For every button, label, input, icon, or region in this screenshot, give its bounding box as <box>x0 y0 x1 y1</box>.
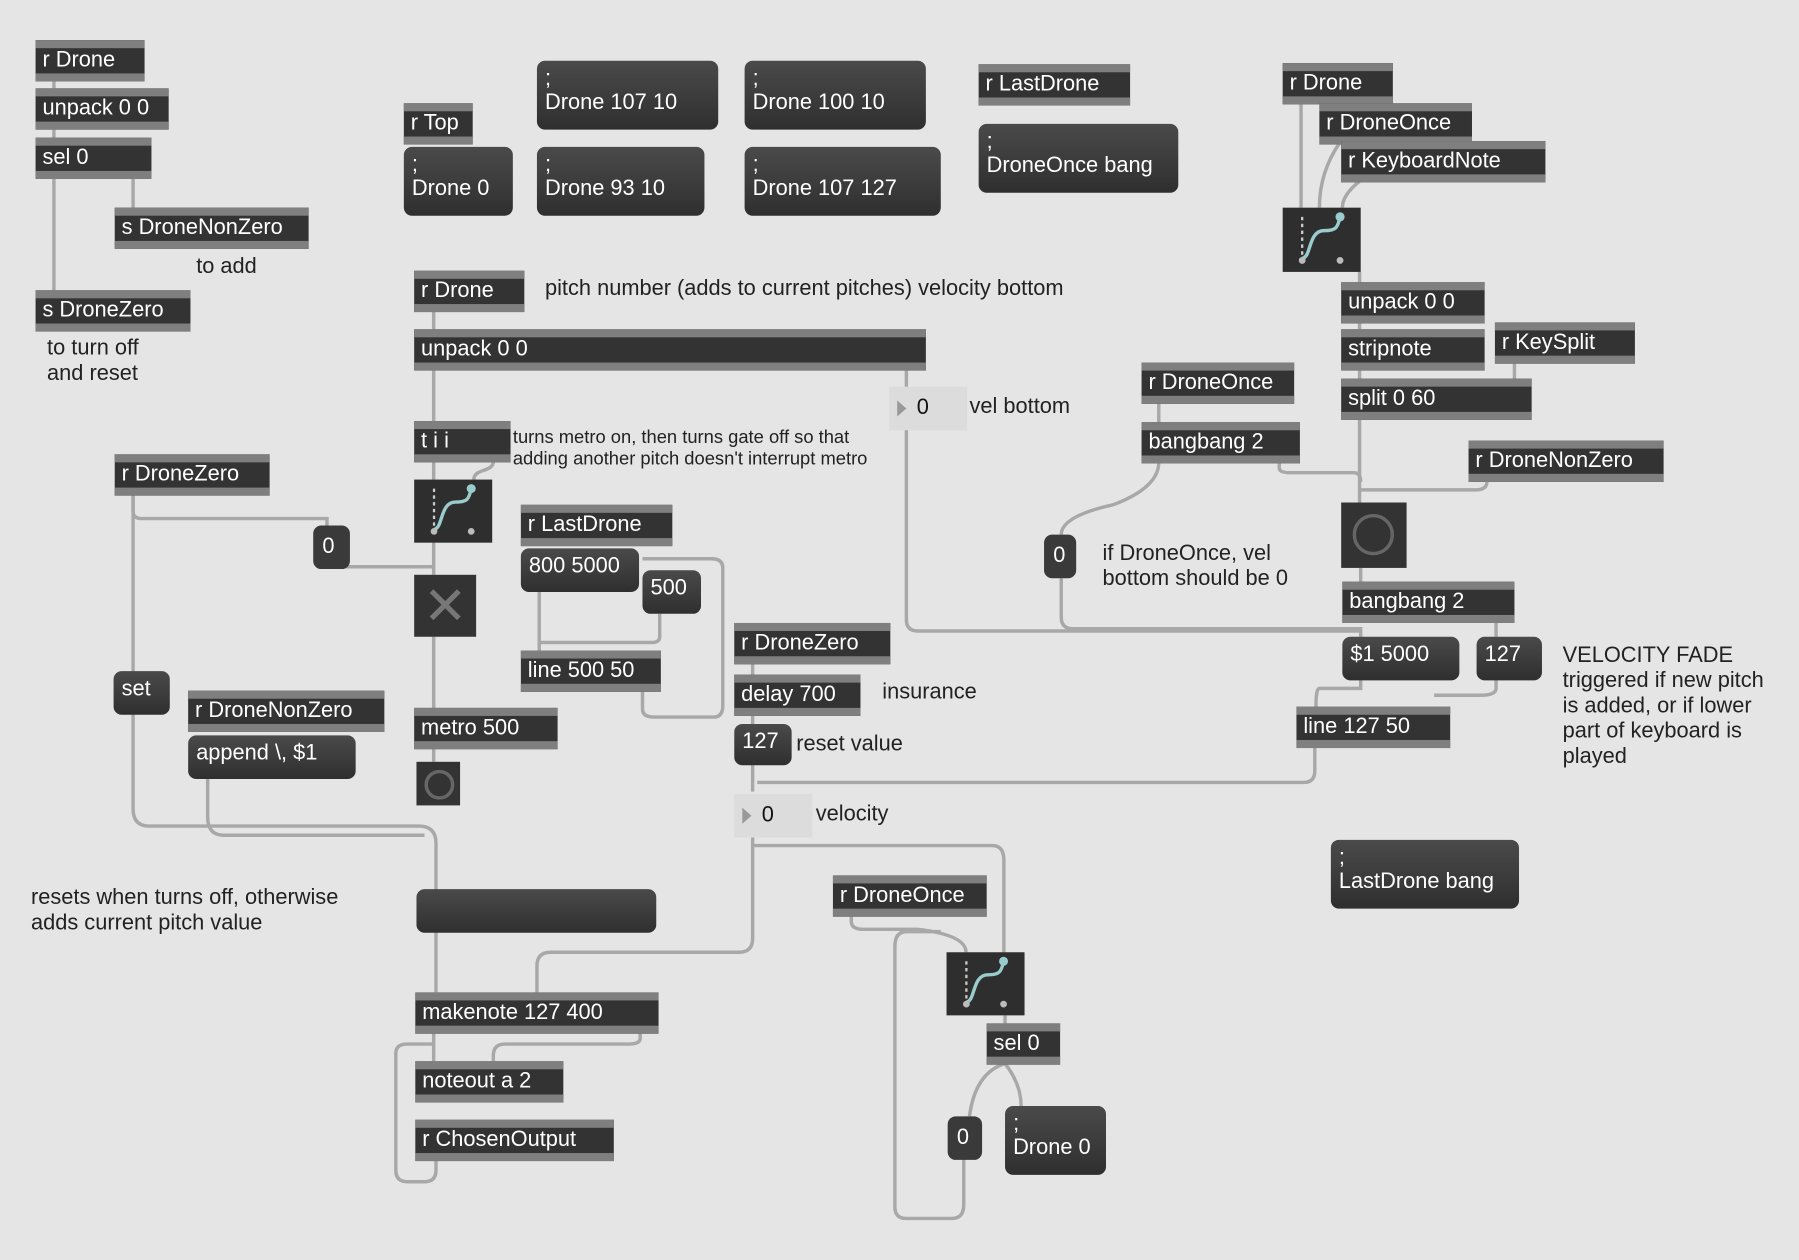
gate-object[interactable] <box>414 479 493 543</box>
object-box[interactable]: r KeySplit <box>1494 322 1635 364</box>
message-box[interactable]: ; DroneOnce bang <box>978 123 1179 193</box>
object-box[interactable]: unpack 0 0 <box>35 88 169 130</box>
object-box[interactable]: r Drone <box>1282 63 1393 105</box>
message-box[interactable]: ; Drone 107 10 <box>536 60 719 130</box>
message-box[interactable]: 127 <box>734 723 792 766</box>
bang-button[interactable] <box>1341 502 1407 568</box>
gate-switch-icon <box>962 956 1009 1008</box>
gate-object[interactable] <box>946 952 1025 1016</box>
message-box[interactable]: $1 5000 <box>1342 636 1460 681</box>
object-box[interactable]: r KeyboardNote <box>1341 141 1546 183</box>
object-box[interactable]: bangbang 2 <box>1141 422 1300 464</box>
object-box[interactable]: r Drone <box>414 270 525 313</box>
object-box[interactable]: delay 700 <box>734 674 861 716</box>
object-box[interactable]: noteout a 2 <box>415 1061 564 1103</box>
object-box[interactable]: s DroneZero <box>35 290 191 332</box>
object-box[interactable]: metro 500 <box>414 707 558 750</box>
object-box[interactable]: r DroneZero <box>734 622 891 665</box>
gate-object[interactable] <box>1282 207 1361 272</box>
object-box[interactable]: split 0 60 <box>1341 378 1532 420</box>
comment: vel bottom <box>969 394 1071 419</box>
object-box[interactable]: r DroneNonZero <box>1468 440 1664 482</box>
message-box[interactable]: ; Drone 0 <box>403 146 513 216</box>
object-box[interactable]: line 127 50 <box>1296 706 1451 749</box>
number-box[interactable]: 0 <box>947 1116 983 1160</box>
comment: resets when turns off, otherwise adds cu… <box>30 885 339 936</box>
message-box[interactable]: set <box>113 671 170 715</box>
object-box[interactable]: r DroneOnce <box>1319 103 1472 145</box>
object-box[interactable]: r Top <box>403 103 473 145</box>
object-box[interactable]: r Drone <box>35 40 145 82</box>
message-box[interactable] <box>416 889 657 933</box>
message-box[interactable]: 127 <box>1476 636 1542 681</box>
comment: to turn off and reset <box>47 336 139 386</box>
message-box[interactable]: 800 5000 <box>520 548 640 593</box>
number-box[interactable]: 0 <box>1044 534 1077 579</box>
comment: pitch number (adds to current pitches) v… <box>544 276 1064 301</box>
object-box[interactable]: r ChosenOutput <box>415 1119 614 1162</box>
comment: if DroneOnce, vel bottom should be 0 <box>1102 541 1288 591</box>
object-box[interactable]: stripnote <box>1341 329 1485 371</box>
comment: turns metro on, then turns gate off so t… <box>512 427 868 470</box>
message-box[interactable]: ; Drone 100 10 <box>744 60 926 130</box>
object-box[interactable]: sel 0 <box>35 137 152 179</box>
gate-switch-icon <box>1298 212 1345 264</box>
number-box[interactable]: 0 <box>734 793 813 838</box>
comment: VELOCITY FADE triggered if new pitch is … <box>1562 643 1764 769</box>
number-box[interactable]: 0 <box>313 525 350 570</box>
object-box[interactable]: unpack 0 0 <box>1341 282 1485 324</box>
message-box[interactable]: ; Drone 0 <box>1005 1105 1106 1175</box>
comment: insurance <box>882 680 977 705</box>
object-box[interactable]: s DroneNonZero <box>114 207 309 249</box>
message-box[interactable]: ; LastDrone bang <box>1330 839 1520 909</box>
bang-button[interactable] <box>416 761 461 806</box>
comment: to add <box>196 254 257 279</box>
object-box[interactable]: r LastDrone <box>520 504 673 547</box>
object-box[interactable]: r DroneOnce <box>1141 362 1295 404</box>
object-box[interactable]: line 500 50 <box>520 650 661 692</box>
message-box[interactable]: ; Drone 107 127 <box>744 146 941 216</box>
object-box[interactable]: t i i <box>414 421 511 463</box>
object-box[interactable]: r LastDrone <box>978 64 1131 106</box>
object-box[interactable]: unpack 0 0 <box>414 329 926 371</box>
object-box[interactable]: r DroneZero <box>114 454 270 496</box>
gate-switch-icon <box>430 484 476 535</box>
object-box[interactable]: bangbang 2 <box>1342 581 1515 623</box>
message-box[interactable]: 500 <box>642 570 702 614</box>
object-box[interactable]: r DroneNonZero <box>188 690 385 732</box>
message-box[interactable]: append \, $1 <box>188 735 356 780</box>
comment: reset value <box>796 731 903 757</box>
message-box[interactable]: ; Drone 93 10 <box>536 146 705 216</box>
number-box[interactable]: 0 <box>889 386 968 431</box>
object-box[interactable]: sel 0 <box>986 1023 1061 1065</box>
toggle[interactable]: ✕ <box>414 574 477 637</box>
object-box[interactable]: makenote 127 400 <box>415 992 659 1034</box>
comment: velocity <box>815 801 889 827</box>
object-box[interactable]: r DroneOnce <box>832 875 987 917</box>
